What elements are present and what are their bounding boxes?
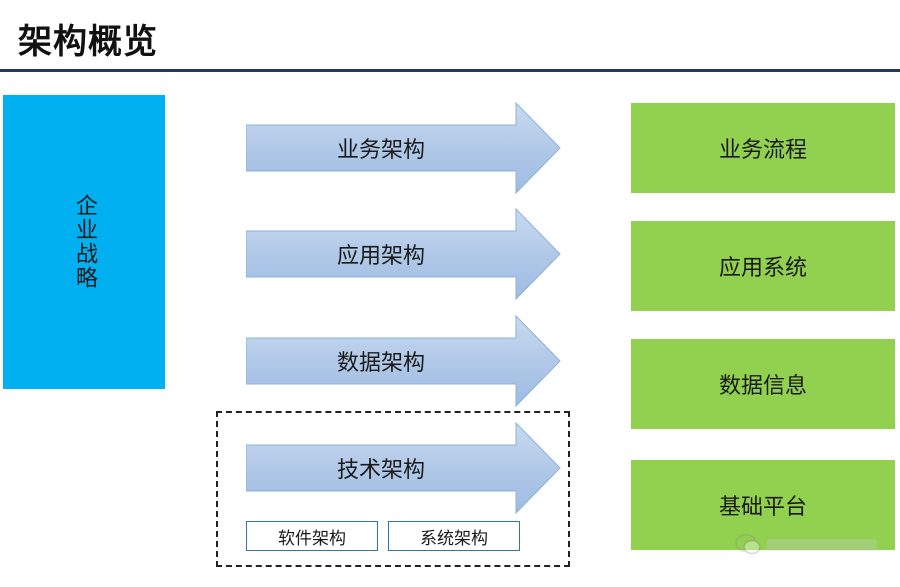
watermark — [735, 525, 885, 565]
arrow-label: 业务架构 — [336, 138, 425, 163]
outcome-data-information: 数据信息 — [631, 339, 895, 429]
arrow-application-architecture: 应用架构 — [246, 208, 562, 300]
arrow-label: 应用架构 — [336, 244, 425, 269]
software-architecture-box: 软件架构 — [246, 521, 378, 551]
enterprise-strategy-box: 企业战略 — [3, 95, 165, 389]
arrow-business-architecture: 业务架构 — [246, 102, 562, 194]
arrow-shape — [246, 315, 561, 407]
watermark-text-blur — [767, 539, 877, 551]
arrow-shape — [246, 208, 561, 300]
outcome-business-process: 业务流程 — [631, 103, 895, 193]
page-title: 架构概览 — [18, 22, 158, 62]
system-architecture-box: 系统架构 — [388, 521, 520, 551]
title-divider — [0, 69, 900, 72]
arrow-data-architecture: 数据架构 — [246, 315, 562, 407]
technical-architecture-group — [216, 411, 570, 567]
enterprise-strategy-label: 企业战略 — [72, 194, 97, 290]
chat-bubble-icon — [735, 534, 761, 555]
arrow-shape — [246, 422, 561, 514]
outcome-application-system: 应用系统 — [631, 221, 895, 311]
arrow-label: 技术架构 — [336, 458, 425, 483]
arrow-shape — [246, 102, 561, 194]
arrow-technical-architecture: 技术架构 — [246, 422, 562, 514]
outcome-infrastructure-platform: 基础平台 — [631, 460, 895, 550]
arrow-label: 数据架构 — [336, 351, 425, 376]
